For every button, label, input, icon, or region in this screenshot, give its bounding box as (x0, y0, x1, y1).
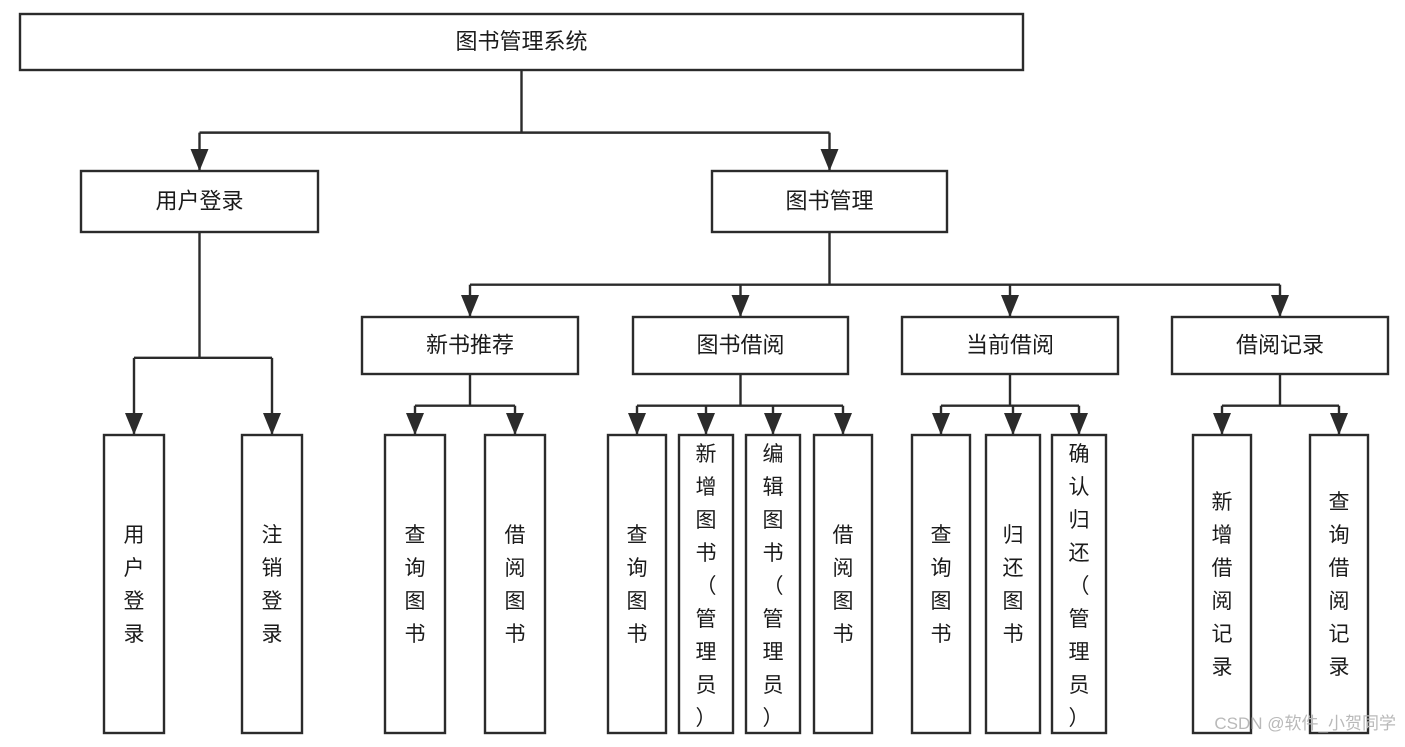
edge-group-user-login (125, 232, 281, 435)
edge-group-book-manage (461, 232, 1289, 317)
edge-group-root (190, 70, 839, 171)
node-label-leaf-query-book-3: 查询图书 (931, 524, 952, 646)
node-box-leaf-edit-book (744, 433, 802, 735)
node-leaf-query-book-2[interactable]: 查询图书 (606, 433, 668, 735)
node-box-leaf-query-book-2 (606, 433, 668, 735)
node-label-book-manage: 图书管理 (785, 188, 873, 213)
node-label-leaf-edit-book: 编辑图书（管理员） (763, 443, 784, 730)
node-box-leaf-borrow-book-2 (812, 433, 874, 735)
arrow-head (1213, 413, 1231, 435)
node-box-leaf-query-book-1 (383, 433, 447, 735)
node-layer: 图书管理系统用户登录图书管理新书推荐图书借阅当前借阅借阅记录用户登录注销登录查询… (18, 12, 1390, 735)
node-book-borrow[interactable]: 图书借阅 (631, 315, 850, 376)
arrow-head (820, 149, 839, 171)
node-box-leaf-user-login (102, 433, 166, 735)
node-label-leaf-query-book-1: 查询图书 (405, 524, 426, 646)
node-leaf-return-book[interactable]: 归还图书 (984, 433, 1042, 735)
node-box-current-borrow (900, 315, 1120, 376)
arrow-head (1271, 295, 1289, 317)
node-leaf-query-book-3[interactable]: 查询图书 (910, 433, 972, 735)
node-box-leaf-return-book (984, 433, 1042, 735)
connector-layer (125, 70, 1348, 435)
node-label-new-book-recommend: 新书推荐 (426, 332, 514, 357)
arrow-head (263, 413, 281, 435)
node-leaf-query-record[interactable]: 查询借阅记录 (1308, 433, 1370, 735)
node-label-leaf-confirm-return: 确认归还（管理员） (1069, 443, 1090, 730)
node-leaf-borrow-book-2[interactable]: 借阅图书 (812, 433, 874, 735)
node-box-new-book-recommend (360, 315, 580, 376)
edge-group-current-borrow (932, 374, 1088, 435)
node-box-user-login (79, 169, 320, 234)
node-box-leaf-confirm-return (1050, 433, 1108, 735)
arrow-head (932, 413, 950, 435)
arrow-head (1070, 413, 1088, 435)
node-leaf-confirm-return[interactable]: 确认归还（管理员） (1050, 433, 1108, 735)
arrow-head (406, 413, 424, 435)
node-leaf-logout[interactable]: 注销登录 (240, 433, 304, 735)
node-label-leaf-user-login: 用户登录 (124, 524, 145, 646)
node-borrow-record[interactable]: 借阅记录 (1170, 315, 1390, 376)
arrow-head (190, 149, 209, 171)
node-label-leaf-add-record: 新增借阅记录 (1212, 491, 1233, 679)
arrow-head (1001, 295, 1019, 317)
node-label-book-borrow: 图书借阅 (696, 332, 784, 357)
node-label-leaf-query-book-2: 查询图书 (627, 524, 648, 646)
node-box-book-manage (710, 169, 949, 234)
node-current-borrow[interactable]: 当前借阅 (900, 315, 1120, 376)
node-label-root: 图书管理系统 (455, 29, 587, 54)
node-box-leaf-borrow-book-1 (483, 433, 547, 735)
node-box-leaf-query-record (1308, 433, 1370, 735)
node-label-user-login: 用户登录 (155, 188, 243, 213)
node-leaf-add-record[interactable]: 新增借阅记录 (1191, 433, 1253, 735)
arrow-head (764, 413, 782, 435)
node-book-manage[interactable]: 图书管理 (710, 169, 949, 234)
node-label-leaf-logout: 注销登录 (262, 524, 283, 646)
node-leaf-query-book-1[interactable]: 查询图书 (383, 433, 447, 735)
node-box-leaf-logout (240, 433, 304, 735)
node-label-leaf-borrow-book-1: 借阅图书 (505, 524, 526, 646)
node-box-borrow-record (1170, 315, 1390, 376)
arrow-head (506, 413, 524, 435)
csdn-watermark: CSDN @软件_小贺同学 (1214, 714, 1396, 733)
node-leaf-edit-book[interactable]: 编辑图书（管理员） (744, 433, 802, 735)
node-label-borrow-record: 借阅记录 (1236, 332, 1324, 357)
node-label-leaf-borrow-book-2: 借阅图书 (833, 524, 854, 646)
node-label-current-borrow: 当前借阅 (966, 332, 1054, 357)
arrow-head (461, 295, 479, 317)
node-label-leaf-query-record: 查询借阅记录 (1329, 491, 1350, 679)
arrow-head (697, 413, 715, 435)
arrow-head (125, 413, 143, 435)
node-leaf-add-book[interactable]: 新增图书（管理员） (677, 433, 735, 735)
node-box-book-borrow (631, 315, 850, 376)
arrow-head (731, 295, 750, 317)
node-box-leaf-add-record (1191, 433, 1253, 735)
node-leaf-borrow-book-1[interactable]: 借阅图书 (483, 433, 547, 735)
node-box-leaf-query-book-3 (910, 433, 972, 735)
node-root[interactable]: 图书管理系统 (18, 12, 1025, 72)
arrow-head (1004, 413, 1022, 435)
node-leaf-user-login[interactable]: 用户登录 (102, 433, 166, 735)
arrow-head (628, 413, 646, 435)
node-user-login[interactable]: 用户登录 (79, 169, 320, 234)
edge-group-new-book-recommend (406, 374, 524, 435)
node-label-leaf-return-book: 归还图书 (1003, 524, 1024, 646)
arrow-head (834, 413, 852, 435)
node-new-book-recommend[interactable]: 新书推荐 (360, 315, 580, 376)
node-box-leaf-add-book (677, 433, 735, 735)
node-label-leaf-add-book: 新增图书（管理员） (696, 443, 717, 730)
edge-group-book-borrow (628, 374, 852, 435)
node-box-root (18, 12, 1025, 72)
edge-group-borrow-record (1213, 374, 1348, 435)
arrow-head (1330, 413, 1348, 435)
